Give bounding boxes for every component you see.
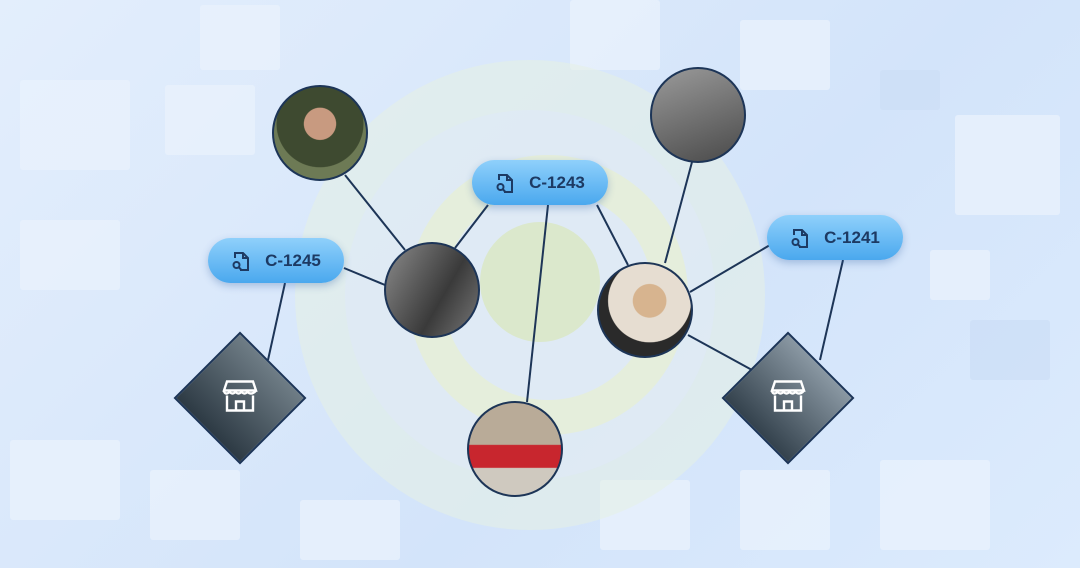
edge (689, 244, 771, 293)
store-icon (770, 379, 806, 418)
edge (687, 334, 753, 371)
case-node-c-1245[interactable]: C-1245 (208, 238, 344, 283)
bg-tile (570, 0, 660, 70)
bg-tile (955, 115, 1060, 215)
edge (344, 174, 406, 251)
bg-tile (20, 80, 130, 170)
file-search-icon (496, 173, 514, 193)
case-label: C-1243 (529, 172, 585, 192)
edge (526, 204, 549, 403)
person-photo-woman[interactable] (597, 262, 693, 358)
edges (267, 161, 844, 403)
bg-tile (150, 470, 240, 540)
case-label: C-1245 (265, 250, 321, 270)
bg-tile (930, 250, 990, 300)
edge (664, 161, 693, 264)
edge (596, 204, 629, 266)
bg-tile (880, 460, 990, 550)
cctv-photo-hooded-person[interactable] (384, 242, 480, 338)
case-node-c-1241[interactable]: C-1241 (767, 215, 903, 260)
person-photo-man[interactable] (272, 85, 368, 181)
bg-tile (20, 220, 120, 290)
bg-tile (165, 85, 255, 155)
edge (819, 259, 844, 361)
vehicle-photo-red-car[interactable] (467, 401, 563, 497)
store-icon (222, 379, 258, 418)
bg-tile (10, 440, 120, 520)
case-label: C-1241 (824, 227, 880, 247)
location-store-right[interactable] (721, 331, 855, 465)
bg-tile (300, 500, 400, 560)
edge (454, 204, 489, 249)
file-search-icon (791, 228, 809, 248)
edge (343, 267, 386, 286)
bg-tile (200, 5, 280, 70)
bg-tile (740, 20, 830, 90)
bg-tile (740, 470, 830, 550)
case-node-c-1243[interactable]: C-1243 (472, 160, 608, 205)
bg-tile (970, 320, 1050, 380)
cctv-photo-couple[interactable] (650, 67, 746, 163)
location-store-left[interactable] (173, 331, 307, 465)
edge (267, 282, 286, 361)
bg-tile (880, 70, 940, 110)
file-search-icon (232, 251, 250, 271)
